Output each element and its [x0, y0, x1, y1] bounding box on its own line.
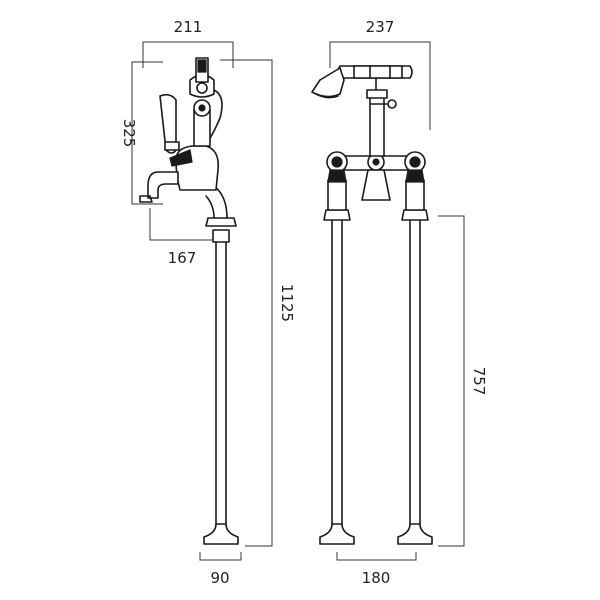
dim-leg-spacing: 180 — [362, 569, 391, 587]
dimension-lines — [131, 41, 465, 561]
side-view — [139, 57, 239, 545]
dim-side-height: 325 — [120, 119, 138, 148]
dim-side-width: 211 — [174, 18, 203, 36]
dim-side-depth: 167 — [168, 249, 197, 267]
dim-base-width: 90 — [210, 569, 229, 587]
dim-leg-height: 757 — [470, 367, 488, 396]
dim-total-height: 1125 — [278, 284, 296, 322]
front-view — [311, 65, 433, 545]
dim-front-width: 237 — [366, 18, 395, 36]
